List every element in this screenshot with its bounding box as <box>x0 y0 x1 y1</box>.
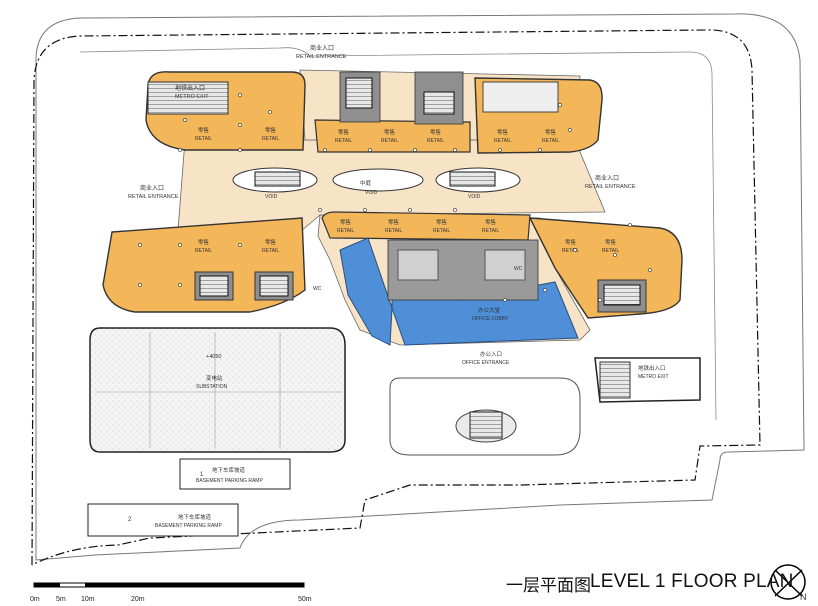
ramp2-zh: 地下车库坡道 <box>178 513 212 521</box>
level-mark: +4050 <box>206 354 221 360</box>
void-center-label: VOID <box>365 190 378 196</box>
inner-road-line <box>79 47 717 421</box>
office-lobby-en: OFFICE LOBBY <box>472 316 509 322</box>
drop-off-feature-pattern <box>469 411 503 439</box>
metro-exit-top-en: METRO EXIT <box>175 94 209 100</box>
retail-entrance-top-zh: 商业入口 <box>310 44 334 52</box>
north-label: N <box>800 592 807 602</box>
plan-title-zh: 一层平面图 <box>506 576 591 596</box>
retail-block-center <box>321 211 531 241</box>
retail-zh-3: 零售 <box>338 128 349 136</box>
retail-en-7: RETAIL <box>542 138 559 144</box>
parking-ramp-1 <box>179 458 291 490</box>
void-left-label: VOID <box>265 194 278 200</box>
office-lobby <box>339 237 393 346</box>
scale-label-50: 50m <box>298 596 312 603</box>
retail-entrance-left-zh: 商业入口 <box>140 184 164 192</box>
retail-zh-6: 零售 <box>497 128 508 136</box>
retail-en-3: RETAIL <box>335 138 352 144</box>
retail-en-5: RETAIL <box>427 138 444 144</box>
property-line <box>31 29 761 566</box>
scale-bar <box>33 582 305 588</box>
substation-en: SUBSTATION <box>196 384 228 390</box>
retail-zh-10: 零售 <box>436 218 447 226</box>
void-center <box>332 168 424 192</box>
ramp1-en: BASEMENT PARKING RAMP <box>196 478 263 484</box>
retail-en-15: RETAIL <box>602 248 619 254</box>
escalator-right <box>449 171 496 187</box>
scale-label-20: 20m <box>131 596 145 603</box>
retail-en-4: RETAIL <box>381 138 398 144</box>
retail-en-12: RETAIL <box>195 248 212 254</box>
ramp1-zh: 地下车库坡道 <box>212 466 246 474</box>
core-stair-2 <box>423 91 455 115</box>
retail-zh-11: 零售 <box>485 218 496 226</box>
void-right-label: VOID <box>468 194 481 200</box>
core-left-stair-2 <box>259 275 289 297</box>
ramp2-number: 2 <box>128 517 132 523</box>
top-right-metro-structure <box>482 81 559 113</box>
wc-right: WC <box>514 266 523 272</box>
retail-en-11: RETAIL <box>482 228 499 234</box>
metro-exit-top-stair <box>147 81 229 115</box>
scale-label-5: 5m <box>56 596 66 603</box>
retail-en-14: RETAIL <box>562 248 579 254</box>
retail-en-2: RETAIL <box>262 136 279 142</box>
substation-building <box>89 327 346 453</box>
retail-en-10: RETAIL <box>433 228 450 234</box>
ramp1-number: 1 <box>200 472 204 478</box>
site-road-outline <box>35 13 805 561</box>
retail-entrance-left-en: RETAIL ENTRANCE <box>128 194 179 200</box>
retail-zh-13: 零售 <box>265 238 276 246</box>
retail-zh-12: 零售 <box>198 238 209 246</box>
metro-exit-top-zh: 地铁出入口 <box>175 84 205 92</box>
retail-zh-15: 零售 <box>605 238 616 246</box>
retail-entrance-top-en: RETAIL ENTRANCE <box>296 54 347 60</box>
office-entrance-en: OFFICE ENTRANCE <box>462 360 510 366</box>
retail-block-top-center <box>314 119 471 153</box>
core-left-stair-1 <box>199 275 229 297</box>
retail-zh-4: 零售 <box>384 128 395 136</box>
retail-zh-9: 零售 <box>388 218 399 226</box>
retail-en-1: RETAIL <box>195 136 212 142</box>
metro-exit-right-en: METRO EXIT <box>638 374 669 380</box>
office-lobby-zh: 办公大堂 <box>478 306 501 314</box>
retail-entrance-right-zh: 商业入口 <box>595 174 619 182</box>
retail-en-6: RETAIL <box>494 138 511 144</box>
metro-exit-right-zh: 地铁出入口 <box>638 364 666 372</box>
wc-left: WC <box>313 286 322 292</box>
parking-ramp-2 <box>87 503 239 537</box>
void-center-zh: 中庭 <box>360 179 372 187</box>
substation-zh: 变电站 <box>206 374 223 382</box>
ramp2-en: BASEMENT PARKING RAMP <box>155 523 222 529</box>
drop-off-island <box>389 377 581 456</box>
escalator-left <box>254 171 301 187</box>
retail-en-9: RETAIL <box>385 228 402 234</box>
plan-title-en: LEVEL 1 FLOOR PLAN <box>590 571 794 592</box>
retail-zh-2: 零售 <box>265 126 276 134</box>
office-entrance-zh: 办公入口 <box>480 350 502 358</box>
core-stair-1 <box>345 77 373 109</box>
retail-zh-1: 零售 <box>198 126 209 134</box>
retail-zh-7: 零售 <box>545 128 556 136</box>
north-arrow-icon: N <box>770 564 807 602</box>
structural-columns <box>138 93 652 302</box>
core-right-stair <box>603 284 641 306</box>
core-lower-room-1 <box>397 249 439 281</box>
retail-entrance-right-en: RETAIL ENTRANCE <box>585 184 636 190</box>
retail-en-13: RETAIL <box>262 248 279 254</box>
retail-zh-5: 零售 <box>430 128 441 136</box>
retail-zh-8: 零售 <box>340 218 351 226</box>
metro-exit-right-stair <box>599 361 631 399</box>
scale-label-0: 0m <box>30 596 40 603</box>
retail-zh-14: 零售 <box>565 238 576 246</box>
scale-label-10: 10m <box>81 596 95 603</box>
retail-en-8: RETAIL <box>337 228 354 234</box>
core-lower-room-2 <box>484 249 526 281</box>
